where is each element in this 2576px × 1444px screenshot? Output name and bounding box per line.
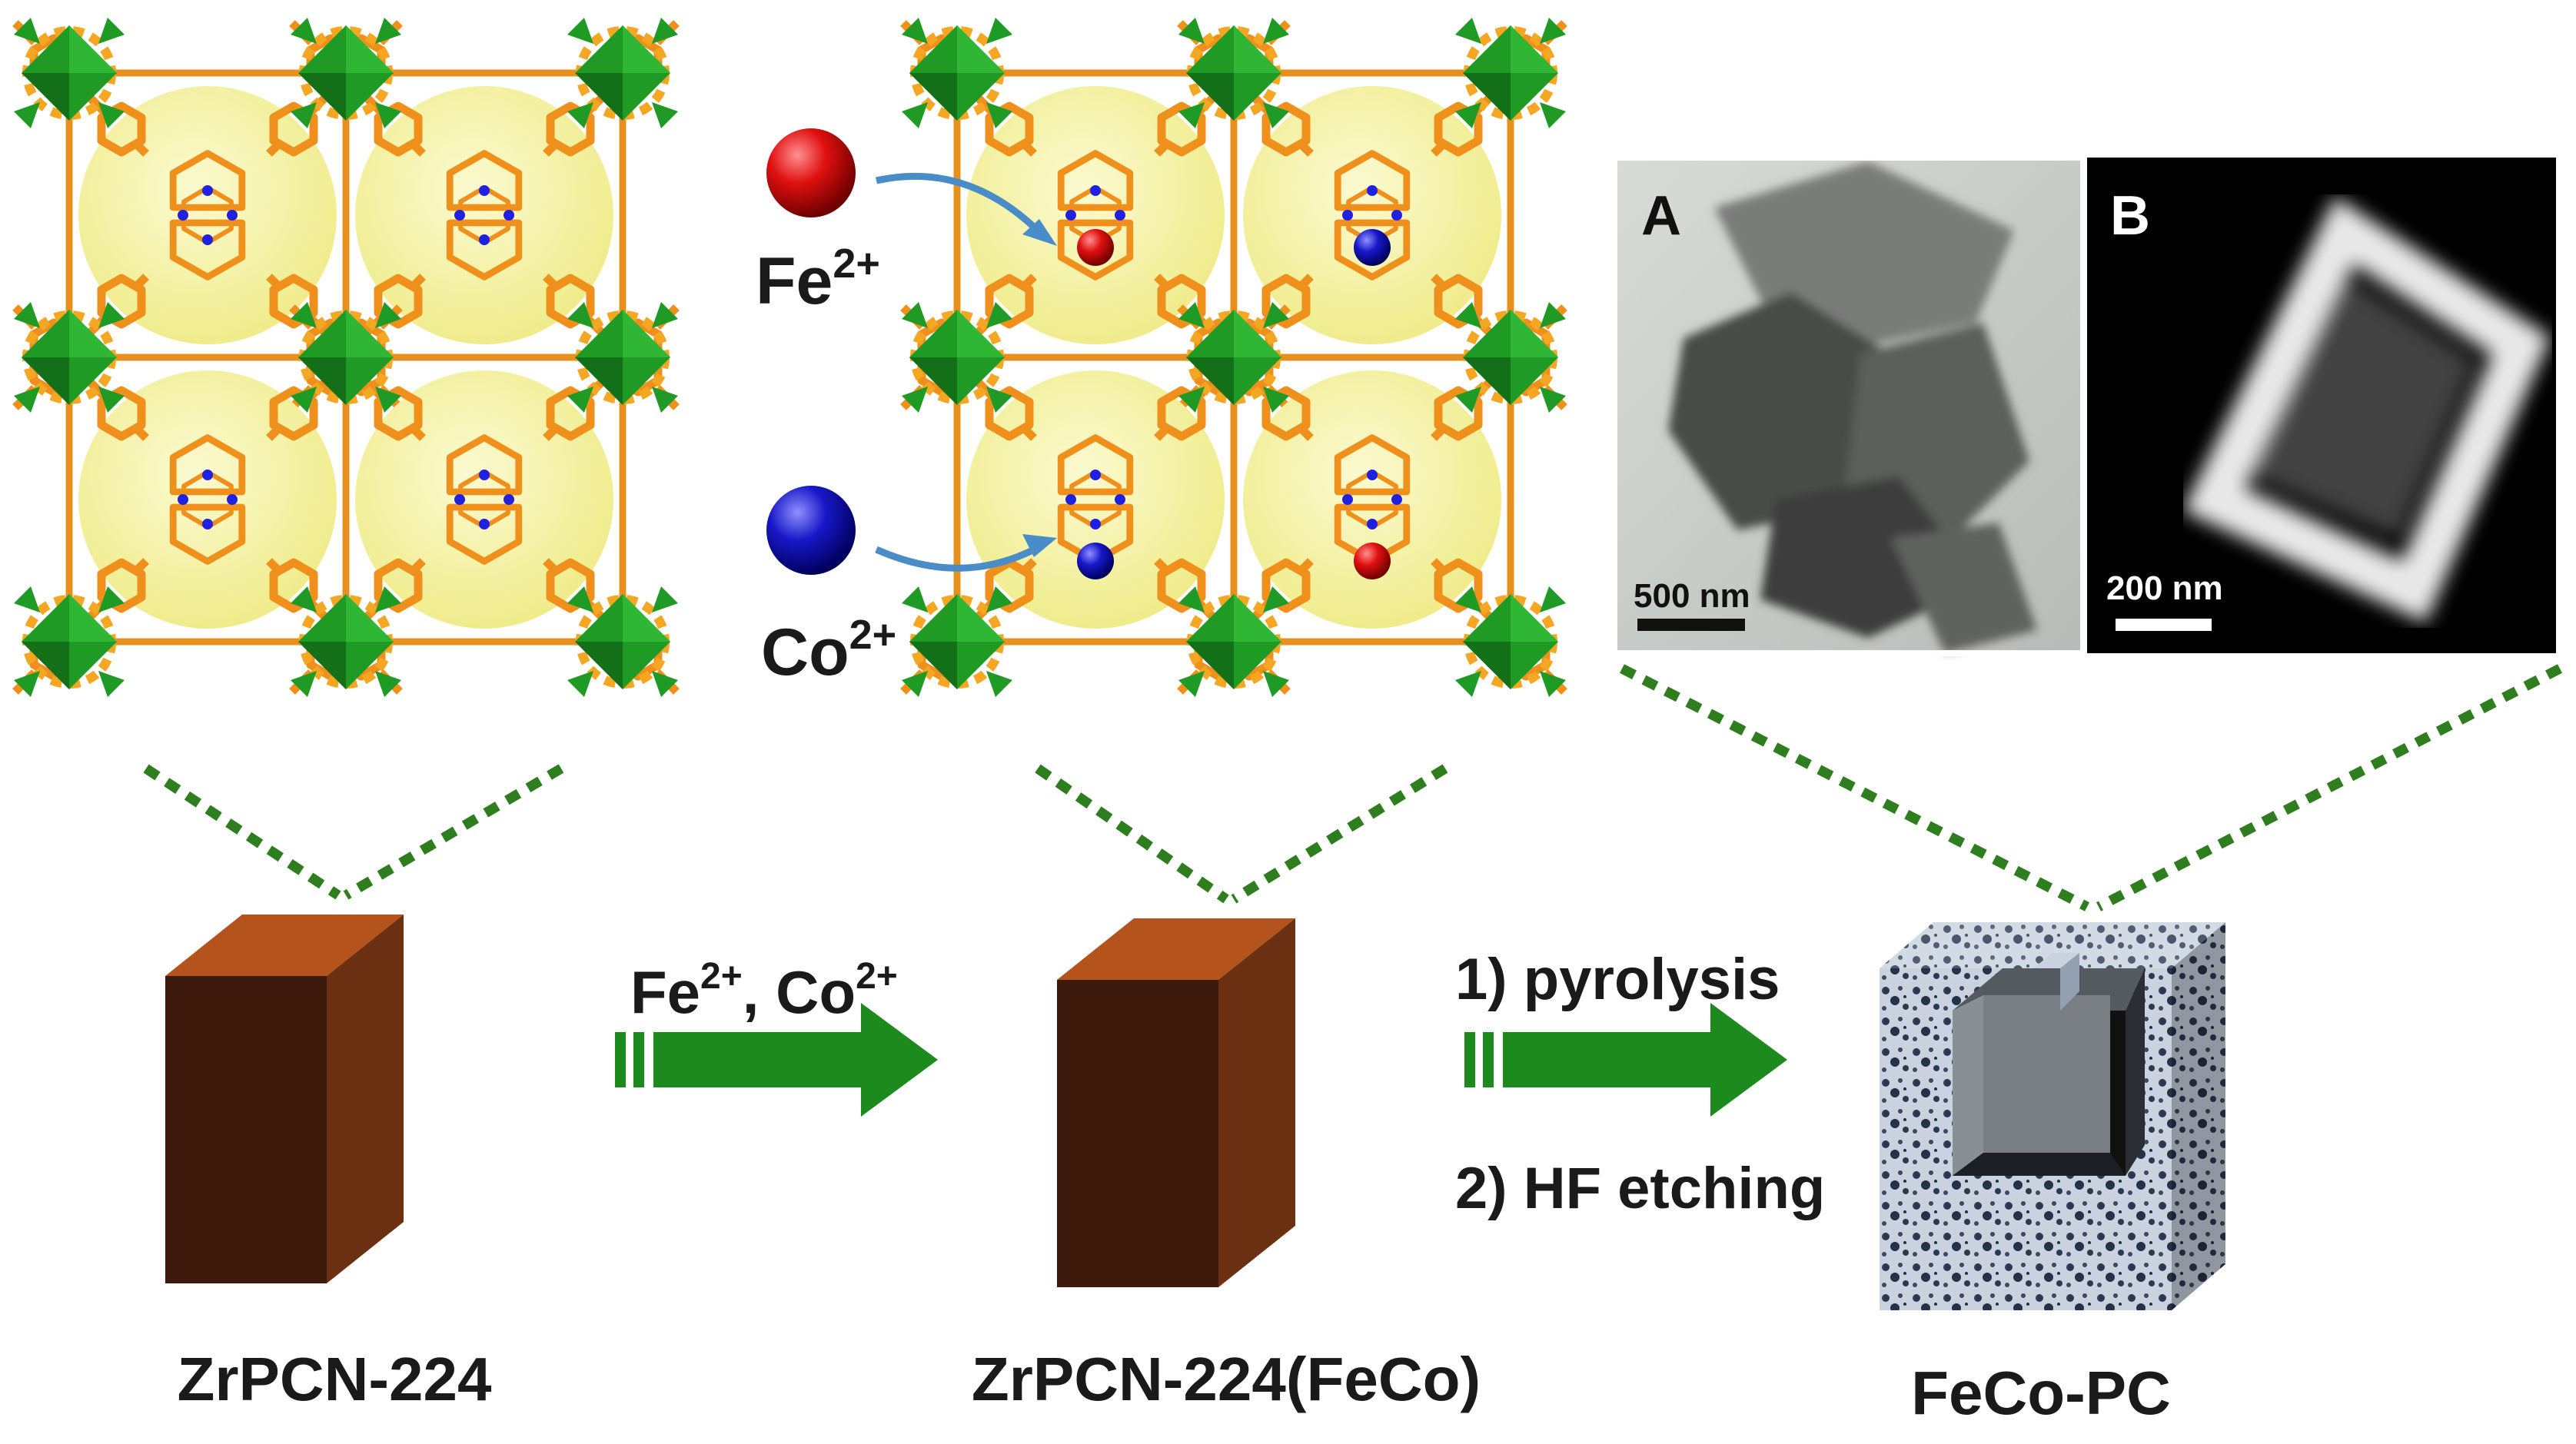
feco-pc-cube xyxy=(1880,922,2225,1310)
panel-b-scale-text: 200 nm xyxy=(2106,569,2223,607)
zrpcn224-feco-name: ZrPCN-224(FeCo) xyxy=(972,1345,1481,1413)
micrograph-panel-b: B 200 nm xyxy=(2087,158,2556,653)
fe-ion-label: Fe2+ xyxy=(756,241,880,318)
step2-pyrolysis-label: 1) pyrolysis xyxy=(1455,947,1780,1012)
zrpcn224-name: ZrPCN-224 xyxy=(177,1345,492,1413)
zrpcn224-feco-cube xyxy=(1057,918,1295,1287)
panel-b-scale-bar xyxy=(2116,619,2212,631)
fe-insertion-arrow xyxy=(876,172,1045,237)
fe-ion-sphere xyxy=(766,128,856,217)
co-site-marker xyxy=(1354,229,1391,266)
feco-pc-name: FeCo-PC xyxy=(1911,1359,2171,1427)
fe-site-marker xyxy=(1354,543,1391,579)
panel-a-scale-text: 500 nm xyxy=(1634,577,1750,615)
co-site-marker xyxy=(1077,543,1114,579)
panel-a-scale-bar xyxy=(1637,619,1745,631)
step2-arrow xyxy=(1464,1003,1787,1117)
zrpcn224-feco-lattice xyxy=(902,18,1566,697)
step2-etching-label: 2) HF etching xyxy=(1455,1156,1825,1221)
zrpcn224-cube xyxy=(165,915,404,1283)
co-insertion-arrow xyxy=(875,543,1044,572)
panel-a-label: A xyxy=(1641,185,1681,247)
fe-site-marker xyxy=(1077,229,1114,266)
dotted-connectors xyxy=(143,664,2562,911)
micrograph-panel-a: A 500 nm xyxy=(1611,154,2086,656)
co-ion-sphere xyxy=(766,486,856,575)
panel-b-label: B xyxy=(2110,185,2150,247)
step1-label: Fe2+, Co2+ xyxy=(630,956,898,1026)
co-ion-label: Co2+ xyxy=(761,612,896,689)
zrpcn224-lattice xyxy=(14,18,678,697)
